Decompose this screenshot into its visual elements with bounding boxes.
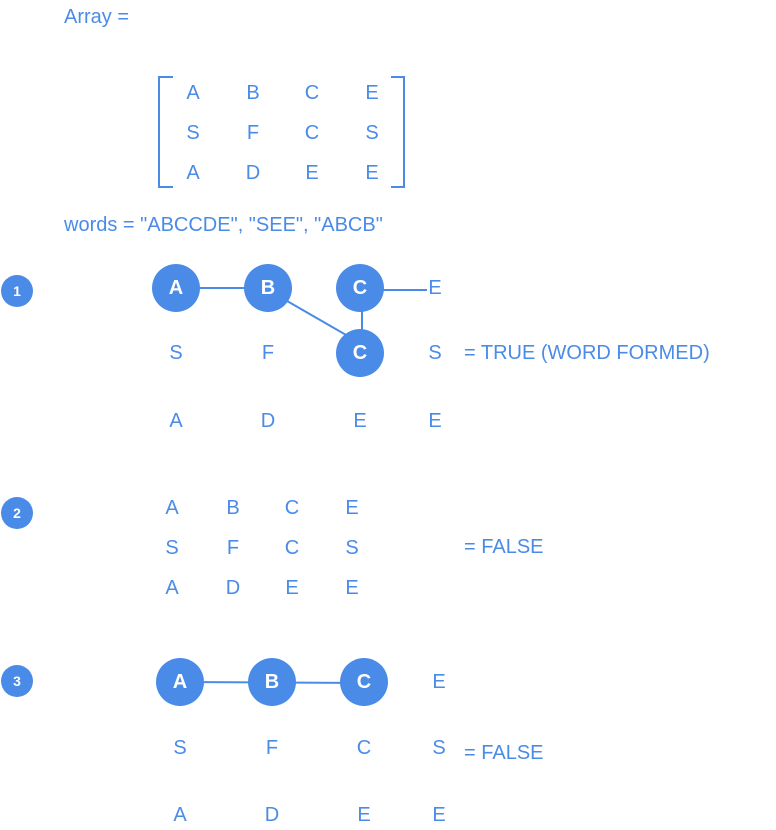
grid-letter: F bbox=[227, 537, 239, 559]
grid-letter: S bbox=[173, 737, 186, 759]
grid-letter: C bbox=[353, 277, 367, 299]
step-badge-1 bbox=[1, 275, 33, 307]
grid-letter: S bbox=[165, 537, 178, 559]
grid-letter: E bbox=[305, 162, 318, 184]
matrix-left-bracket bbox=[158, 76, 173, 188]
highlighted-cell-circle bbox=[156, 658, 204, 706]
grid-letter: S bbox=[428, 342, 441, 364]
matrix-right-bracket bbox=[391, 76, 405, 188]
grid-letter: A bbox=[165, 497, 179, 519]
grid-letter: E bbox=[365, 162, 378, 184]
letter-grid: A B C E S F C S A D E E bbox=[152, 264, 442, 432]
grid-letter: F bbox=[266, 737, 278, 759]
grid-letter: C bbox=[285, 497, 299, 519]
highlighted-cell-circle bbox=[244, 264, 292, 312]
grid-letter: S bbox=[169, 342, 182, 364]
words-label: words = "ABCCDE", "SEE", "ABCB" bbox=[63, 214, 383, 236]
grid-letter: E bbox=[357, 804, 370, 826]
grid-letter: A bbox=[169, 410, 183, 432]
grid-letter: S bbox=[345, 537, 358, 559]
grid-letter: D bbox=[265, 804, 279, 826]
step-badge-3 bbox=[1, 665, 33, 697]
array-label: Array = bbox=[64, 6, 129, 28]
grid-letter: E bbox=[428, 277, 441, 299]
grid-letter: S bbox=[365, 122, 378, 144]
grid-letter: D bbox=[261, 410, 275, 432]
grid-letter: E bbox=[428, 410, 441, 432]
step-badge-2 bbox=[1, 497, 33, 529]
grid-letter: E bbox=[353, 410, 366, 432]
result-2: = FALSE bbox=[464, 536, 544, 558]
grid-letter: F bbox=[262, 342, 274, 364]
grid-letter: F bbox=[247, 122, 259, 144]
step-number-2: 2 bbox=[13, 505, 21, 521]
grid-letter: E bbox=[345, 577, 358, 599]
grid-letter: B bbox=[261, 277, 275, 299]
grid-letter: C bbox=[285, 537, 299, 559]
grid-letter: A bbox=[169, 277, 183, 299]
example-3: 3 A B C E S F C S A D E E = FALSE bbox=[1, 658, 544, 826]
letter-grid: A B C E S F C S A D E E bbox=[156, 658, 446, 826]
grid-letter: C bbox=[305, 122, 319, 144]
highlighted-cell-circle bbox=[340, 658, 388, 706]
grid-letter: E bbox=[432, 671, 445, 693]
grid-letter: E bbox=[285, 577, 298, 599]
grid-letter: A bbox=[165, 577, 179, 599]
grid-letter: S bbox=[432, 737, 445, 759]
grid-letter: B bbox=[246, 82, 259, 104]
highlighted-cell-circle bbox=[248, 658, 296, 706]
result-3: = FALSE bbox=[464, 742, 544, 764]
grid-letter: A bbox=[186, 82, 200, 104]
grid-letter: E bbox=[432, 804, 445, 826]
grid-letter: A bbox=[186, 162, 200, 184]
grid-letter: C bbox=[357, 671, 371, 693]
highlighted-cell-circle bbox=[336, 329, 384, 377]
step-number-3: 3 bbox=[13, 673, 21, 689]
grid-letter: E bbox=[345, 497, 358, 519]
grid-letter: B bbox=[265, 671, 279, 693]
highlighted-cell-circle bbox=[336, 264, 384, 312]
grid-letter: D bbox=[226, 577, 240, 599]
example-1: 1 A B C E S F C S A D E E = TRUE (WORD FORMED) bbox=[1, 264, 710, 432]
grid-letter: A bbox=[173, 671, 187, 693]
highlighted-cell-circle bbox=[152, 264, 200, 312]
grid-letter: C bbox=[353, 342, 367, 364]
grid-letter: B bbox=[226, 497, 239, 519]
grid-letter: E bbox=[365, 82, 378, 104]
grid-letter: D bbox=[246, 162, 260, 184]
grid-letter: A bbox=[173, 804, 187, 826]
result-1: = TRUE (WORD FORMED) bbox=[464, 342, 710, 364]
grid-letter: C bbox=[305, 82, 319, 104]
step-number-1: 1 bbox=[13, 283, 21, 299]
grid-letter: S bbox=[186, 122, 199, 144]
grid-letter: C bbox=[357, 737, 371, 759]
